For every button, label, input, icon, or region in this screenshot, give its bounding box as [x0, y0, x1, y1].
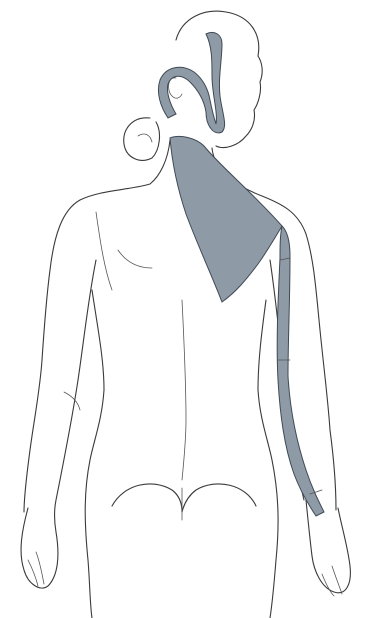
left-hand-outline [21, 500, 58, 588]
left-arm-inner-outline [56, 260, 96, 500]
right-waist-outline [258, 300, 278, 618]
buttocks-outline [112, 484, 256, 512]
hair-strand [138, 134, 152, 142]
right-hand-outline [306, 500, 350, 593]
arm-strip [277, 226, 324, 516]
torso-outline [24, 140, 170, 512]
hair-bun-outline [124, 118, 160, 161]
left-scapula [118, 250, 152, 268]
left-elbow-crease [64, 392, 80, 410]
left-waist-outline [85, 290, 104, 618]
upper-back-triangle [170, 136, 282, 302]
ear-outline [169, 78, 182, 98]
head-neck-band [158, 32, 224, 132]
spine-line [182, 300, 186, 480]
left-back-fold [96, 212, 112, 290]
left-fingers [28, 552, 44, 586]
